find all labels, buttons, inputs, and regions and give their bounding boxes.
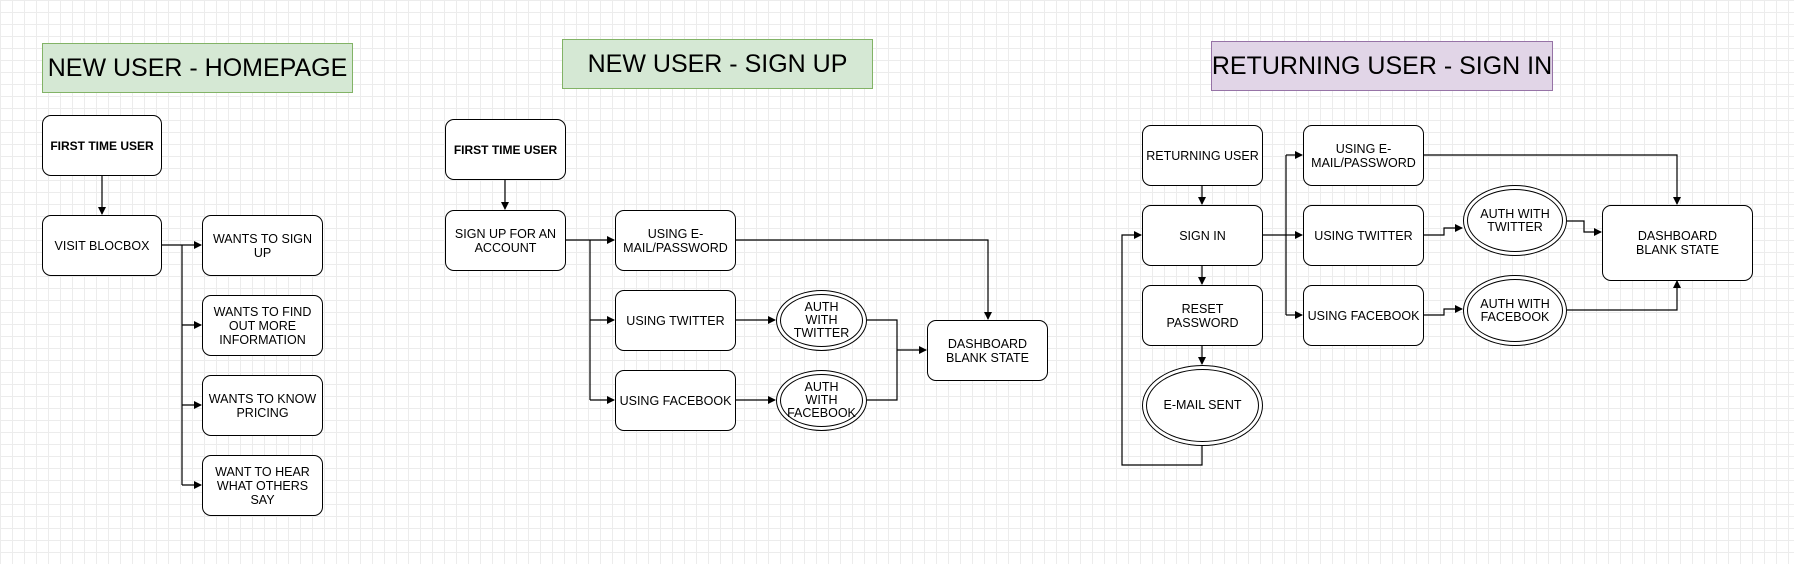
node-returning-user[interactable]: RETURNING USER — [1142, 125, 1263, 186]
node-auth-with-facebook-label: AUTH WITH FACEBOOK — [1467, 279, 1563, 342]
node-first-time-user[interactable]: FIRST TIME USER — [42, 115, 162, 176]
edge-auth-twitter-to-dashboard — [1567, 220, 1602, 236]
edge-sent-loop — [1121, 231, 1203, 466]
edge-twitter-to-auth — [1423, 224, 1463, 236]
edge-auth-twitter-merge — [867, 319, 898, 401]
node-using-email-password[interactable]: USING E-MAIL/PASSWORD — [615, 210, 736, 271]
node-auth-with-twitter[interactable]: AUTH WITH TWITTER — [1463, 185, 1567, 256]
node-using-facebook[interactable]: USING FACEBOOK — [615, 370, 736, 431]
node-wants-to-know-pricing[interactable]: WANTS TO KNOW PRICING — [202, 375, 323, 436]
node-sign-in[interactable]: SIGN IN — [1142, 205, 1263, 266]
node-auth-with-twitter-label: AUTH WITH TWITTER — [1467, 189, 1563, 252]
node-auth-with-facebook[interactable]: AUTH WITH FACEBOOK — [776, 370, 867, 431]
node-first-time-user[interactable]: FIRST TIME USER — [445, 119, 566, 180]
node-wants-to-find-out-more[interactable]: WANTS TO FIND OUT MORE INFORMATION — [202, 295, 323, 356]
edge-email-to-dashboard — [1423, 154, 1681, 205]
edge-facebook-to-auth — [1423, 305, 1463, 316]
section-title-signin: RETURNING USER - SIGN IN — [1211, 41, 1553, 91]
node-want-to-hear-others[interactable]: WANT TO HEAR WHAT OTHERS SAY — [202, 455, 323, 516]
node-sign-up-for-account[interactable]: SIGN UP FOR AN ACCOUNT — [445, 210, 566, 271]
node-email-sent-label: E-MAIL SENT — [1146, 369, 1259, 442]
node-using-twitter[interactable]: USING TWITTER — [615, 290, 736, 351]
section-title-signup: NEW USER - SIGN UP — [562, 39, 873, 89]
node-using-email-password[interactable]: USING E-MAIL/PASSWORD — [1303, 125, 1424, 186]
node-using-twitter[interactable]: USING TWITTER — [1303, 205, 1424, 266]
section-title-homepage: NEW USER - HOMEPAGE — [42, 43, 353, 93]
node-dashboard-blank-state[interactable]: DASHBOARD BLANK STATE — [1602, 205, 1753, 281]
node-reset-password[interactable]: RESET PASSWORD — [1142, 285, 1263, 346]
edge-auth-facebook-to-dashboard — [1567, 280, 1681, 311]
node-auth-with-twitter-label: AUTH WITH TWITTER — [780, 294, 863, 347]
edge-email-to-dashboard — [736, 239, 992, 320]
node-email-sent[interactable]: E-MAIL SENT — [1142, 365, 1263, 446]
node-dashboard-blank-state[interactable]: DASHBOARD BLANK STATE — [927, 320, 1048, 381]
node-auth-with-twitter[interactable]: AUTH WITH TWITTER — [776, 290, 867, 351]
node-using-facebook[interactable]: USING FACEBOOK — [1303, 285, 1424, 346]
node-auth-with-facebook[interactable]: AUTH WITH FACEBOOK — [1463, 275, 1567, 346]
node-wants-to-sign-up[interactable]: WANTS TO SIGN UP — [202, 215, 323, 276]
node-auth-with-facebook-label: AUTH WITH FACEBOOK — [780, 374, 863, 427]
node-visit-blocbox[interactable]: VISIT BLOCBOX — [42, 215, 162, 276]
